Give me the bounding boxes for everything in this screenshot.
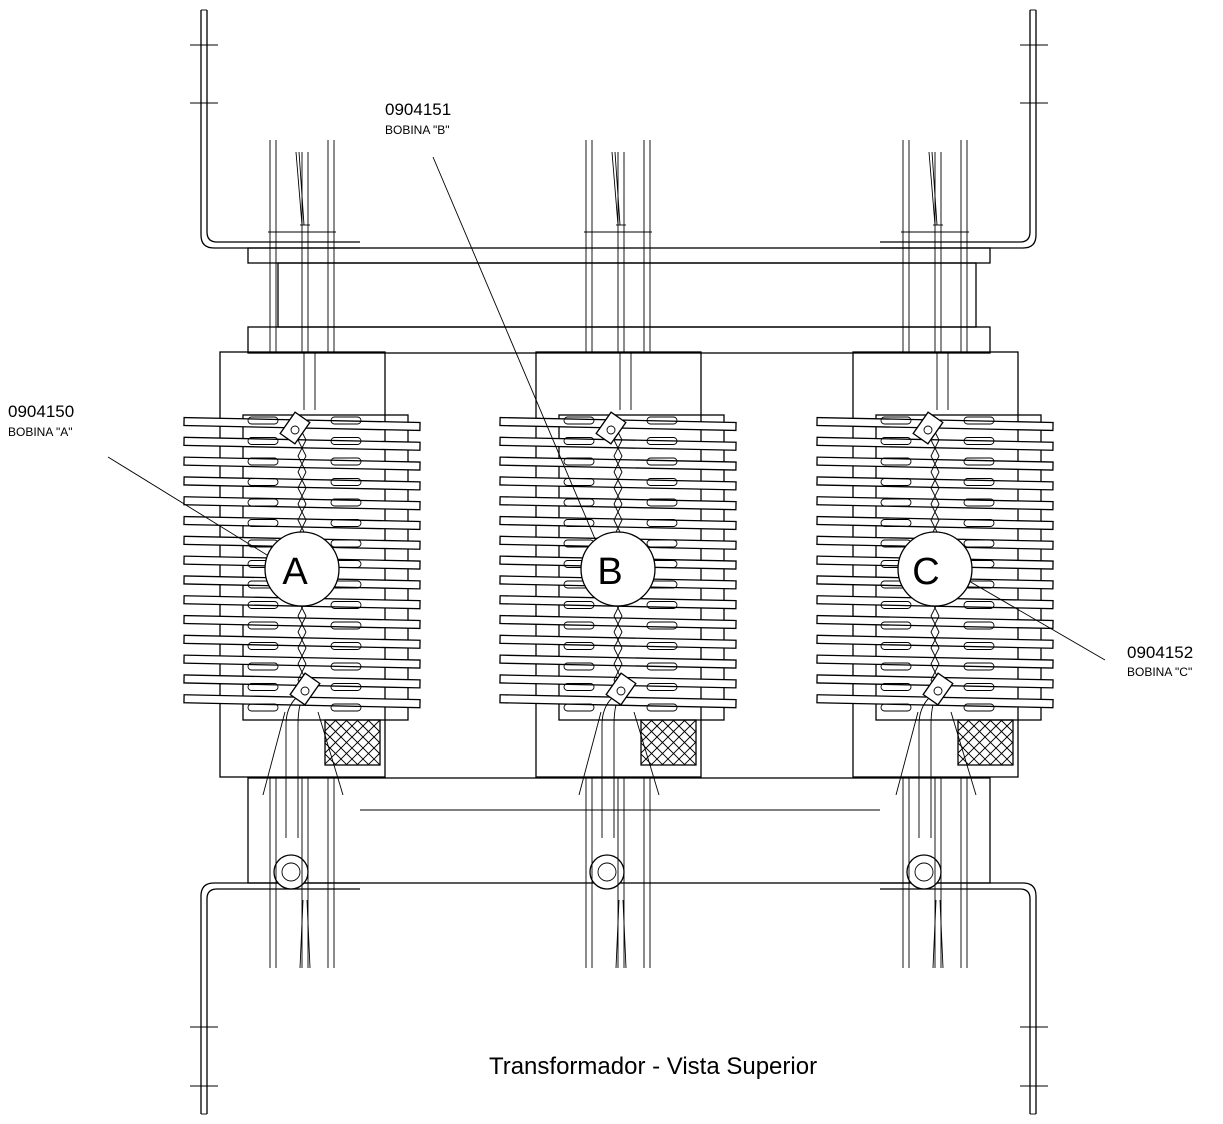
core-yokes — [247, 247, 991, 884]
callout-coil-a: 0904150 BOBINA "A" — [8, 402, 74, 439]
coil-badge-a: A — [264, 531, 340, 607]
callout-coil-c: 0904152 BOBINA "C" — [1127, 643, 1193, 679]
coil-b-letter: B — [597, 551, 622, 593]
coil-badge-b: B — [580, 531, 656, 607]
coil-c-name: BOBINA "C" — [1127, 665, 1192, 679]
coil-a-letter: A — [282, 551, 308, 593]
coil-c-code: 0904152 — [1127, 643, 1193, 662]
callout-coil-b: 0904151 BOBINA "B" — [385, 100, 451, 137]
coil-a-name: BOBINA "A" — [8, 425, 73, 439]
coil-a-code: 0904150 — [8, 402, 74, 421]
coil-b-code: 0904151 — [385, 100, 451, 119]
drawing-title: Transformador - Vista Superior — [489, 1053, 817, 1080]
coil-b-name: BOBINA "B" — [385, 123, 450, 137]
mounting-frame — [190, 9, 1048, 1115]
coil-badge-c: C — [897, 531, 973, 607]
coil-c-letter: C — [912, 551, 939, 593]
